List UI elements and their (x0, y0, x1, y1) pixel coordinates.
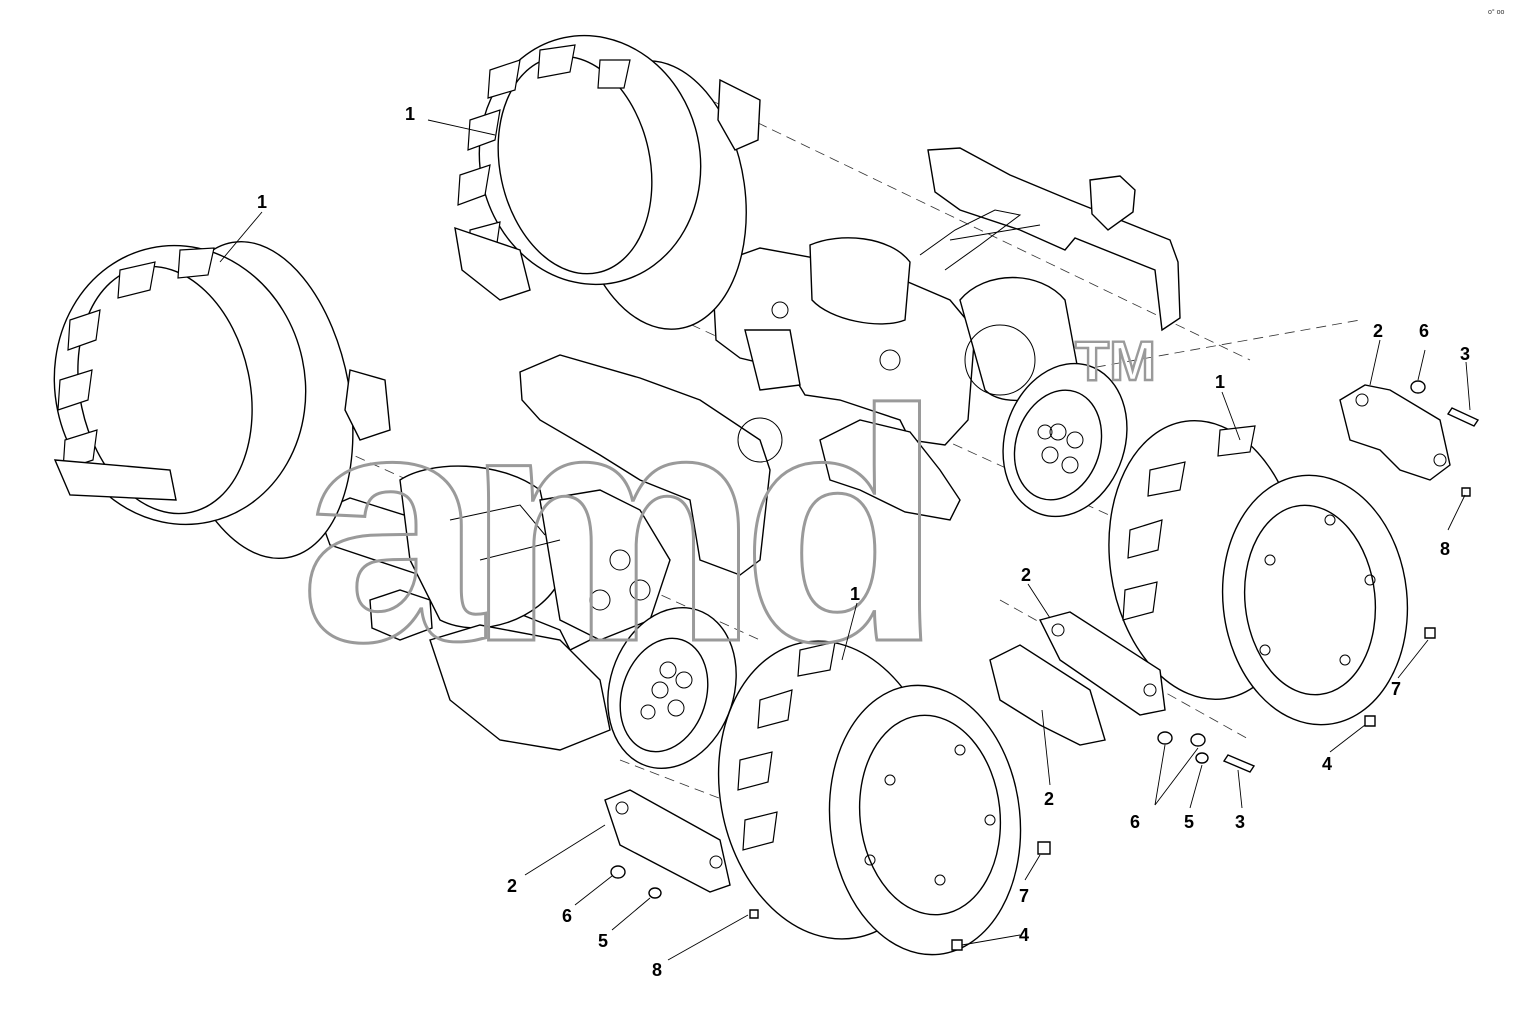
callout-4: 4 (1322, 754, 1332, 774)
callout-3: 3 (1460, 344, 1470, 364)
clamp-bracket-lower (989, 644, 1106, 746)
track-ring-bottom (717, 640, 1022, 956)
callout-2: 2 (507, 876, 517, 896)
callout-6: 6 (1130, 812, 1140, 832)
callouts: 1 1 1 1 2 2 2 2 3 3 4 4 5 5 6 6 6 7 7 8 … (257, 104, 1470, 980)
track-ring-left (53, 240, 391, 560)
leader-lines (219, 119, 1471, 961)
callout-2: 2 (1021, 565, 1031, 585)
track-ring-top (454, 34, 761, 330)
callout-6: 6 (562, 906, 572, 926)
corner-mark: o° oo (1488, 8, 1505, 16)
callout-2: 2 (1044, 789, 1054, 809)
callout-8: 8 (652, 960, 662, 980)
callout-2: 2 (1373, 321, 1383, 341)
rear-hub-flange (1002, 362, 1128, 518)
callout-5: 5 (1184, 812, 1194, 832)
clamp-bracket-middle (1038, 611, 1166, 716)
clamp-bracket-bottom-left (604, 789, 731, 893)
front-hub-flange (607, 606, 737, 770)
callout-8: 8 (1440, 539, 1450, 559)
callout-4: 4 (1019, 925, 1029, 945)
callout-7: 7 (1019, 886, 1029, 906)
track-ring-right (1108, 420, 1409, 726)
callout-5: 5 (598, 931, 608, 951)
clamp-bracket-upper-right (1339, 384, 1451, 481)
callout-6: 6 (1419, 321, 1429, 341)
watermark-trademark: TM (1075, 329, 1156, 392)
callout-1: 1 (850, 584, 860, 604)
fasteners (610, 380, 1480, 951)
callout-1: 1 (1215, 372, 1225, 392)
front-axle-frame (317, 354, 783, 751)
callout-7: 7 (1391, 679, 1401, 699)
callout-3: 3 (1235, 812, 1245, 832)
callout-1: 1 (257, 192, 267, 212)
watermark: amd TM (299, 328, 1158, 712)
watermark-text: amd (300, 341, 925, 710)
callout-1: 1 (405, 104, 415, 124)
